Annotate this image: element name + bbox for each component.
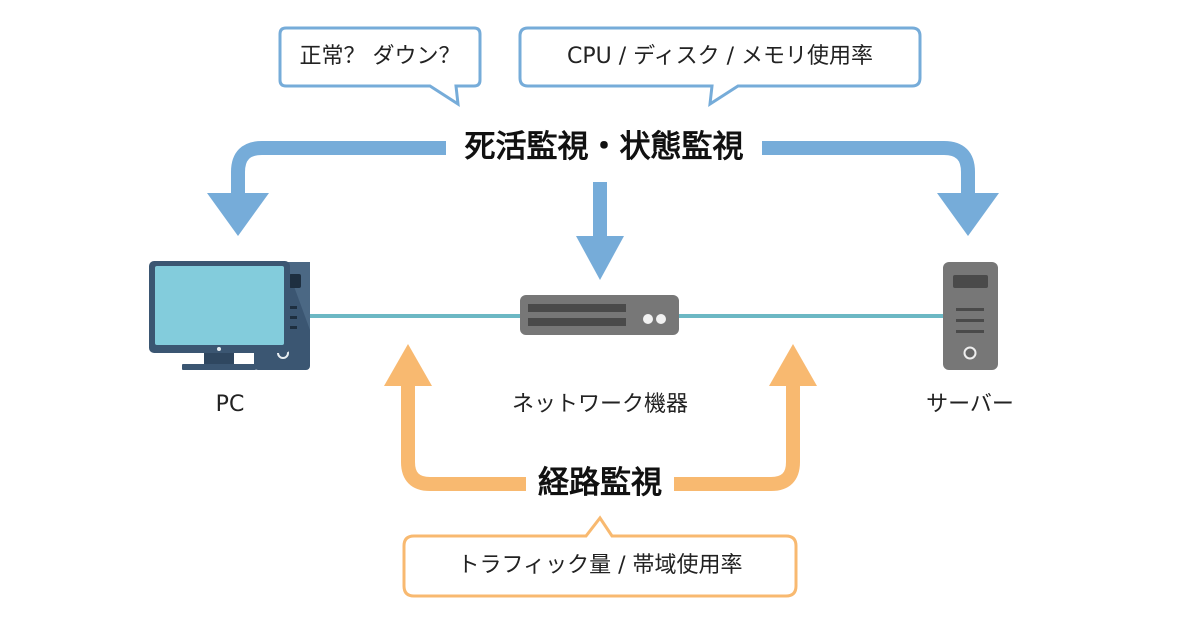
bubble-alive — [278, 26, 482, 107]
orange-arrow-right — [668, 344, 817, 491]
heading-alive-status-monitoring: 死活監視・状態監視 — [446, 132, 762, 163]
label-pc: PC — [215, 392, 245, 417]
desktop-pc-icon — [149, 261, 310, 370]
blue-arrow-left — [207, 141, 460, 236]
bubble-route-text: トラフィック量 / 帯域使用率 — [457, 553, 743, 578]
bubble-alive-text: 正常？ ダウン？ — [299, 44, 461, 69]
orange-arrow-left — [384, 344, 530, 491]
label-network-device: ネットワーク機器 — [511, 392, 688, 417]
server-tower-icon — [943, 262, 998, 370]
bubble-route — [402, 515, 798, 598]
bubble-status-text: CPU / ディスク / メモリ使用率 — [567, 44, 873, 69]
blue-arrow-right — [740, 141, 999, 236]
network-switch-icon — [520, 295, 679, 335]
bubble-status — [518, 26, 922, 107]
label-server: サーバー — [926, 392, 1014, 417]
blue-arrow-center — [576, 182, 624, 280]
heading-route-monitoring: 経路監視 — [526, 468, 674, 499]
